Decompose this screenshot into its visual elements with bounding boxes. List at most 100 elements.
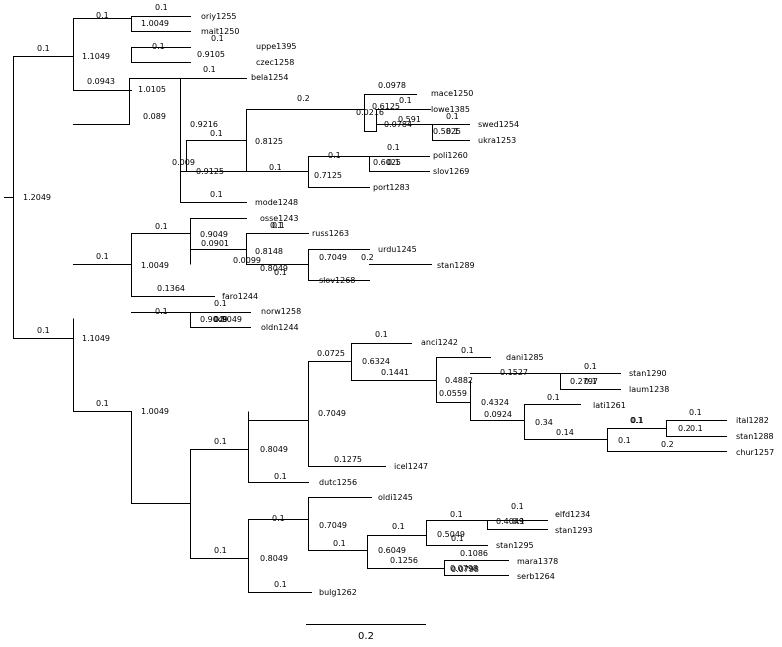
branch-length-label: 0.9049: [200, 315, 228, 324]
tip-label: chur1257: [736, 448, 774, 457]
tip-label: stan1288: [736, 432, 774, 441]
branch-length-label: 1.0049: [141, 261, 169, 270]
tip-label: slov1269: [433, 167, 469, 176]
branch-length-label: 1.2049: [23, 193, 51, 202]
branch-length-label: 0.1: [155, 222, 168, 231]
branch-length-label: 0.1: [211, 34, 224, 43]
branch-length-label: 0.1: [96, 252, 109, 261]
tip-label: oriy1255: [201, 12, 237, 21]
branch-length-label: 0.1: [690, 424, 703, 433]
branch-length-label: 0.2: [661, 440, 674, 449]
branch-length-label: 0.0216: [356, 108, 384, 117]
tip-label: oldi1245: [378, 493, 413, 502]
tip-label: icel1247: [394, 462, 428, 471]
branch-length-label: 0.1: [387, 143, 400, 152]
tip-label: laum1238: [629, 385, 669, 394]
branch-length-label: 0.4049: [496, 517, 524, 526]
tree-branches: [4, 16, 727, 593]
branch-length-label: 0.1: [333, 539, 346, 548]
branch-length-label: 0.8148: [255, 247, 283, 256]
branch-length-label: 1.0049: [141, 19, 169, 28]
branch-length-label: 0.6049: [378, 546, 406, 555]
branch-length-label: 0.0978: [378, 81, 406, 90]
branch-length-label: 0.089: [143, 112, 166, 121]
branch-length-label: 0.7125: [314, 171, 342, 180]
branch-length-label: 0.2: [297, 94, 310, 103]
branch-length-label: 0.1: [375, 330, 388, 339]
tip-label: dani1285: [506, 353, 544, 362]
branch-length-label: 0.1: [618, 436, 631, 445]
tip-label: norw1258: [261, 307, 301, 316]
branch-length-label: 1.0105: [138, 85, 166, 94]
tip-label: bela1254: [251, 73, 288, 82]
branch-length-label: 0.9216: [190, 120, 218, 129]
branch-length-label: 0.6324: [362, 357, 390, 366]
tip-label: mait1250: [201, 27, 239, 36]
branch-length-label: 0.1: [512, 517, 525, 526]
branch-length-label: 0.1: [213, 315, 226, 324]
tip-label: ital1282: [736, 416, 769, 425]
branch-length-label: 0.2: [678, 424, 691, 433]
branch-length-label: 0.1: [37, 326, 50, 335]
branch-length-label: 0.1: [451, 534, 464, 543]
tip-label: osse1243: [260, 214, 299, 223]
branch-length-label: 0.1: [584, 362, 597, 371]
branch-length-label: 0.1527: [500, 368, 528, 377]
branch-length-label: 0.1: [274, 580, 287, 589]
branch-length-label: 0.1: [450, 510, 463, 519]
branch-length-label: 0.0798: [450, 564, 478, 573]
tip-label: faro1244: [222, 292, 258, 301]
branch-length-label: 0.1: [269, 163, 282, 172]
branch-length-label: 0.1: [96, 11, 109, 20]
branch-length-label: 0.0559: [439, 389, 467, 398]
branch-length-label: 0.1: [328, 151, 341, 160]
branch-length-label: 0.9105: [197, 50, 225, 59]
branch-length-label: 0.1256: [390, 556, 418, 565]
branch-length-label: 0.8125: [255, 137, 283, 146]
branch-length-label: 0.1275: [334, 455, 362, 464]
tip-label: poli1260: [433, 151, 468, 160]
branch-length-label: 0.1086: [460, 549, 488, 558]
branch-length-label: 1.0049: [141, 407, 169, 416]
tip-label: swed1254: [478, 120, 519, 129]
branch-length-label: 0.1: [214, 437, 227, 446]
branch-length-label: 0.0943: [87, 77, 115, 86]
branch-length-label: 0.1: [214, 299, 227, 308]
branch-length-label: 0.1: [511, 502, 524, 511]
branch-length-label: 0.1: [631, 416, 644, 425]
branch-length-label: 0.2: [361, 253, 374, 262]
tip-label: dutc1256: [319, 478, 357, 487]
tip-label: russ1263: [312, 229, 349, 238]
tip-label: czec1258: [256, 58, 294, 67]
branch-length-label: 0.34: [535, 418, 553, 427]
tip-label: mace1250: [431, 89, 473, 98]
tip-label: lowe1385: [431, 105, 470, 114]
branch-length-label: 0.1: [399, 96, 412, 105]
tip-label: stan1290: [629, 369, 667, 378]
branch-length-label: 0.1: [584, 377, 597, 386]
branch-length-label: 0.1: [272, 221, 285, 230]
branch-length-label: 0.1: [155, 3, 168, 12]
branch-length-labels: 1.20490.11.10490.09430.11.00490.10.10.91…: [23, 3, 703, 589]
branch-length-label: 0.1: [274, 268, 287, 277]
branch-length-label: 0.6125: [372, 102, 400, 111]
tip-label: urdu1245: [378, 245, 417, 254]
branch-length-label: 0.1: [274, 472, 287, 481]
tip-label: bulg1262: [319, 588, 357, 597]
branch-length-label: 0.1: [155, 307, 168, 316]
branch-length-label: 0.14: [556, 428, 574, 437]
tip-label: stan1289: [437, 261, 475, 270]
branch-length-label: 0.8049: [260, 554, 288, 563]
branch-length-label: 0.1: [689, 408, 702, 417]
branch-length-label: 0.1: [214, 546, 227, 555]
tip-label: oldn1244: [261, 323, 299, 332]
branch-length-label: 0.7049: [318, 409, 346, 418]
branch-length-label: 0.9125: [196, 167, 224, 176]
branch-length-label: 0.8049: [260, 264, 288, 273]
branch-length-label: 0.5049: [437, 530, 465, 539]
branch-length-label: 0.1: [37, 44, 50, 53]
scale-bar: 0.2: [306, 624, 426, 642]
branch-length-label: 0.7049: [319, 521, 347, 530]
branch-length-label: 0.6025: [373, 158, 401, 167]
branch-length-label: 0.9049: [200, 230, 228, 239]
